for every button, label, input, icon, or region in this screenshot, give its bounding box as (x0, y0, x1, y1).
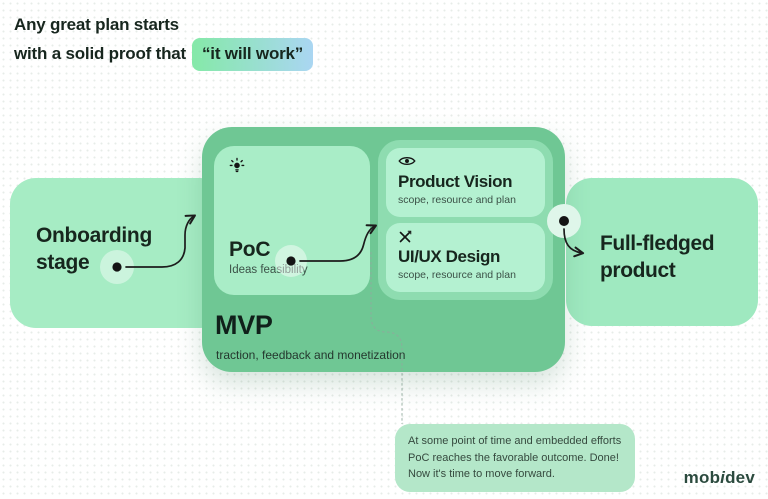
mobidev-logo: mobidev (684, 468, 755, 488)
note-box: At some point of time and embedded effor… (395, 424, 635, 492)
title-line1: Any great plan starts (14, 15, 179, 34)
product-vision-subtitle: scope, resource and plan (398, 194, 516, 206)
product-vision-title: Product Vision (398, 172, 513, 191)
full-fledged-product-label: Full-fledged product (600, 232, 715, 283)
logo-i: i (720, 468, 726, 487)
product-vision-card: Product Vision scope, resource and plan (386, 148, 545, 217)
poc-card (214, 146, 370, 295)
title-line2: with a solid proof that (14, 44, 186, 64)
onboarding-stage-label: Onboarding stage (36, 224, 152, 275)
note-line-2: PoC reaches the favorable outcome. Done! (408, 451, 619, 464)
note-line-1: At some point of time and embedded effor… (408, 435, 622, 447)
poc-title: PoC (229, 238, 271, 261)
uiux-design-title: UI/UX Design (398, 247, 500, 266)
tools-icon (398, 230, 533, 245)
note-line-3: Now it's time to move forward. (408, 468, 555, 480)
mvp-title: MVP (215, 310, 273, 340)
mvp-subtitle: traction, feedback and monetization (216, 348, 406, 362)
uiux-design-subtitle: scope, resource and plan (398, 269, 516, 281)
substeps-panel: Product Vision scope, resource and plan … (378, 140, 553, 300)
eye-icon (398, 155, 533, 170)
poc-subtitle: Ideas feasibility (229, 264, 308, 277)
full-fledged-product-box (566, 178, 758, 326)
logo-suffix: dev (725, 468, 755, 487)
page-title: Any great plan starts with a solid proof… (14, 12, 314, 71)
logo-prefix: mob (683, 468, 721, 487)
uiux-design-card: UI/UX Design scope, resource and plan (386, 223, 545, 292)
poc-text: PoC Ideas feasibility (229, 238, 308, 276)
highlight-chip: “it will work” (192, 38, 314, 71)
lightbulb-icon (228, 157, 246, 175)
